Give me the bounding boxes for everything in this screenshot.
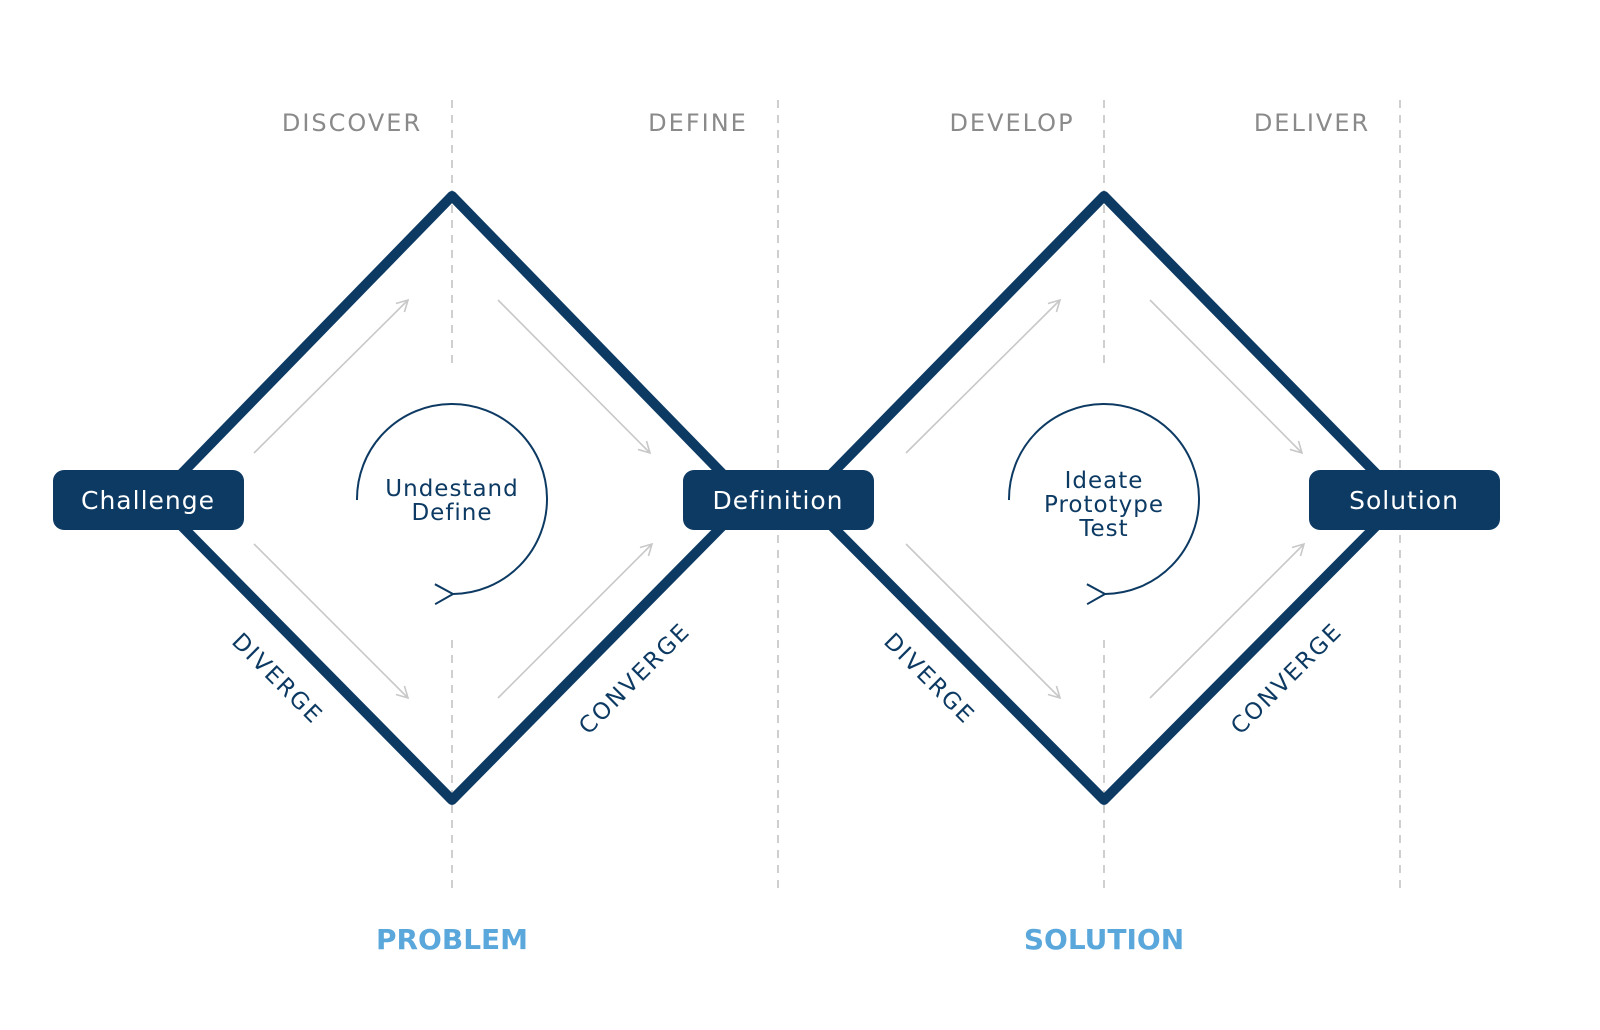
diamond-problem [151, 191, 753, 805]
phase-dividers [451, 100, 1401, 895]
center-text-define: Define [411, 500, 492, 526]
edge-label-diverge-2: DIVERGE [878, 628, 979, 729]
center-text-prototype: Prototype [1044, 492, 1164, 518]
flow-arrows-problem [253, 298, 654, 700]
node-definition: Definition [683, 470, 874, 530]
arrow-converge-down [497, 299, 652, 455]
bottom-label-problem: PROBLEM [376, 923, 528, 956]
arrow-diverge-down-2 [905, 543, 1062, 700]
arrow-diverge-up [253, 298, 410, 454]
arrow-diverge-down [253, 543, 410, 700]
phase-label-discover: DISCOVER [282, 109, 422, 137]
center-text-ideate: Ideate [1065, 468, 1144, 494]
center-text-test: Test [1078, 516, 1128, 542]
phase-label-develop: DEVELOP [949, 109, 1074, 137]
arrow-diverge-up-2 [905, 298, 1062, 454]
node-definition-label: Definition [712, 486, 843, 515]
arrow-converge-down-2 [1149, 299, 1304, 455]
arrow-converge-up-2 [1149, 542, 1306, 699]
edge-label-converge-2: CONVERGE [1226, 618, 1348, 740]
diamond-solution [801, 191, 1407, 805]
node-challenge-box [53, 470, 244, 530]
phase-label-deliver: DELIVER [1254, 109, 1370, 137]
iteration-arrow-solution [1007, 403, 1200, 606]
node-definition-box [683, 470, 874, 530]
phase-label-define: DEFINE [648, 109, 748, 137]
iteration-arrow-problem [355, 403, 548, 606]
bottom-label-solution: SOLUTION [1024, 923, 1184, 956]
edge-label-converge-1: CONVERGE [574, 618, 696, 740]
node-challenge-label: Challenge [81, 486, 215, 515]
node-solution-box [1309, 470, 1500, 530]
arrow-converge-up [497, 542, 654, 699]
flow-arrows-solution [905, 298, 1306, 700]
node-solution-label: Solution [1349, 486, 1459, 515]
edge-label-diverge-1: DIVERGE [226, 628, 327, 729]
node-solution: Solution [1309, 470, 1500, 530]
node-challenge: Challenge [53, 470, 244, 530]
center-text-understand: Undestand [385, 476, 518, 502]
